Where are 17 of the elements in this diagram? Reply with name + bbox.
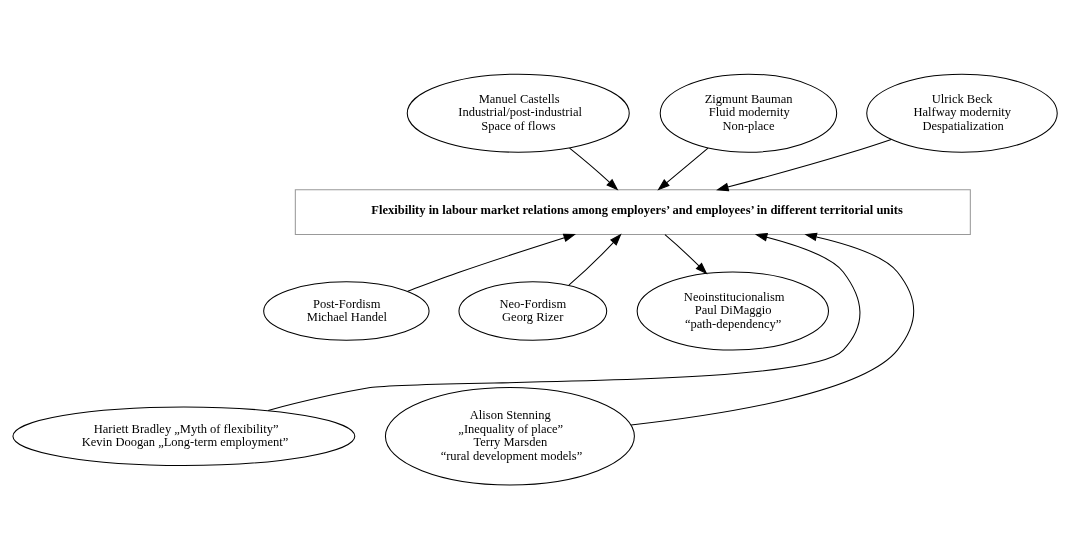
node-ellipse: Hariett Bradley „Myth of flexibility” Kevin Doogan „Long-term employment” <box>12 405 356 466</box>
node-ellipse: Zigmunt Bauman Fluid modernity Non-place <box>659 73 838 153</box>
arrow <box>716 138 892 191</box>
node-ellipse: Manuel Castells Industrial/post-industrial Space of flows <box>406 73 630 153</box>
arrow <box>630 232 915 425</box>
arrow <box>267 232 861 411</box>
arrow <box>407 233 576 292</box>
node-box: Flexibility in labour market relations among employers’ and employees’ in different territorial units <box>294 188 971 235</box>
arrow <box>657 147 709 190</box>
node-ellipse: Alison Stenning „Inequality of place” Terry Marsden “rural development models” <box>384 386 635 486</box>
arrow <box>664 233 708 274</box>
arrow <box>569 147 619 191</box>
node-ellipse: Neoinstitucionalism Paul DiMaggio “path-dependency” <box>636 271 830 351</box>
arrow <box>568 233 622 286</box>
node-ellipse: Ulrick Beck Halfway modernity Despatialization <box>866 73 1058 153</box>
node-ellipse: Neo-Fordism Georg Rizer <box>458 280 608 341</box>
node-ellipse: Post-Fordism Michael Handel <box>263 280 430 341</box>
